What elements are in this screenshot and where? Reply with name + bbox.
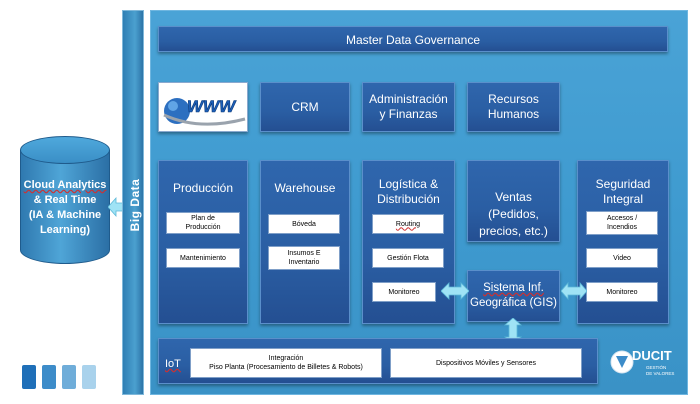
integracion-box: Integración Piso Planta (Procesamiento d… — [190, 348, 382, 378]
legend-square-4 — [82, 365, 96, 389]
web-box: WWW — [158, 82, 248, 132]
logistica-monitoreo-box: Monitoreo — [372, 282, 436, 302]
routing-box: Routing — [372, 214, 444, 234]
warehouse-box: Warehouse — [260, 160, 350, 324]
www-globe-icon: WWW — [163, 97, 246, 126]
dispositivos-box: Dispositivos Móviles y Sensores — [390, 348, 582, 378]
master-data-governance-header: Master Data Governance — [158, 26, 668, 52]
crm-label: CRM — [291, 99, 319, 114]
ventas-title: Ventas (Pedidos, precios, etc.) — [468, 189, 559, 240]
cloud-analytics-label: Cloud Analytics & Real Time (IA & Machin… — [22, 178, 108, 238]
boveda-label: Bóveda — [292, 220, 316, 228]
big-data-label: Big Data — [128, 178, 142, 232]
mantenimiento-label: Mantenimiento — [180, 254, 226, 262]
ventas-box: Ventas (Pedidos, precios, etc.) — [467, 160, 560, 242]
big-data-bar — [122, 10, 144, 395]
cloud-line-2: & Real Time — [33, 194, 97, 206]
crm-box: CRM — [260, 82, 350, 132]
legend-square-1 — [22, 365, 36, 389]
legend-square-3 — [62, 365, 76, 389]
legend-square-2 — [42, 365, 56, 389]
routing-label: Routing — [395, 220, 421, 228]
insumos-label: Insumos E Inventario — [287, 250, 321, 266]
header-title: Master Data Governance — [345, 33, 481, 47]
hr-line-2: Humanos — [487, 107, 540, 121]
gis-iot-arrow — [503, 318, 523, 344]
cloud-line-1: Cloud Analytics — [23, 179, 107, 191]
boveda-box: Bóveda — [268, 214, 340, 234]
admin-line-2: y Finanzas — [379, 107, 438, 121]
gestion-flota-label: Gestión Flota — [387, 254, 429, 262]
gis-box: Sistema Inf. Geográfica (GIS) — [467, 270, 560, 322]
cloud-cylinder-top — [20, 136, 110, 164]
ventas-line-1: Ventas — [495, 190, 532, 204]
cloud-line-3: (IA & Machine — [28, 209, 102, 221]
bigdata-to-cloud-arrow — [108, 196, 126, 218]
dispositivos-label: Dispositivos Móviles y Sensores — [436, 359, 536, 367]
video-label: Video — [613, 254, 631, 262]
logo-tagline-1: GESTIÓN — [646, 364, 666, 370]
ducit-logo-mark: DUCIT GESTIÓN DE VALORES — [610, 348, 674, 376]
gis-line-1: Sistema Inf. — [483, 282, 544, 294]
integracion-line-2: Piso Planta (Procesamiento de Billetes &… — [209, 364, 363, 371]
plan-produccion-box: Plan de Producción — [166, 212, 240, 234]
plan-produccion-label: Plan de Producción — [185, 215, 221, 231]
accesos-label: Accesos / Incendios — [606, 215, 638, 231]
ducit-logo: DUCIT GESTIÓN DE VALORES — [610, 342, 682, 380]
gis-line-2: Geográfica (GIS) — [470, 297, 557, 309]
admin-line-1: Administración — [369, 92, 448, 106]
seguridad-monitoreo-label: Monitoreo — [606, 288, 638, 296]
accesos-box: Accesos / Incendios — [586, 211, 658, 235]
iot-label: IoT — [165, 358, 181, 370]
logo-brand: DUCIT — [632, 348, 672, 363]
gestion-flota-box: Gestión Flota — [372, 248, 444, 268]
www-text: WWW — [187, 97, 237, 116]
integracion-line-1: Integración — [268, 355, 304, 362]
logo-tagline-2: DE VALORES — [646, 371, 674, 376]
mantenimiento-box: Mantenimiento — [166, 248, 240, 268]
logistica-title-line-1: Logística & — [378, 177, 439, 191]
cloud-analytics-cylinder — [20, 150, 110, 250]
seguridad-title-line-2: Integral — [602, 192, 644, 206]
logistica-gis-arrow — [441, 282, 469, 300]
video-box: Video — [586, 248, 658, 268]
logistica-monitoreo-label: Monitoreo — [388, 288, 420, 296]
admin-finance-box: Administración y Finanzas — [362, 82, 455, 132]
hr-line-1: Recursos — [488, 92, 539, 106]
produccion-title: Producción — [172, 181, 234, 195]
seguridad-title: Seguridad Integral — [578, 177, 668, 207]
hr-box: Recursos Humanos — [467, 82, 560, 132]
gis-seguridad-arrow — [561, 281, 587, 301]
ventas-line-2: (Pedidos, — [488, 207, 539, 221]
seguridad-title-line-1: Seguridad — [595, 177, 651, 191]
produccion-box: Producción — [158, 160, 248, 324]
logistica-title: Logística & Distribución — [363, 177, 454, 207]
warehouse-title: Warehouse — [274, 181, 336, 195]
insumos-box: Insumos E Inventario — [268, 246, 340, 270]
logistica-title-line-2: Distribución — [377, 192, 440, 206]
seguridad-monitoreo-box: Monitoreo — [586, 282, 658, 302]
ventas-line-3: precios, etc.) — [479, 224, 548, 238]
cloud-line-4: Learning) — [39, 224, 91, 236]
